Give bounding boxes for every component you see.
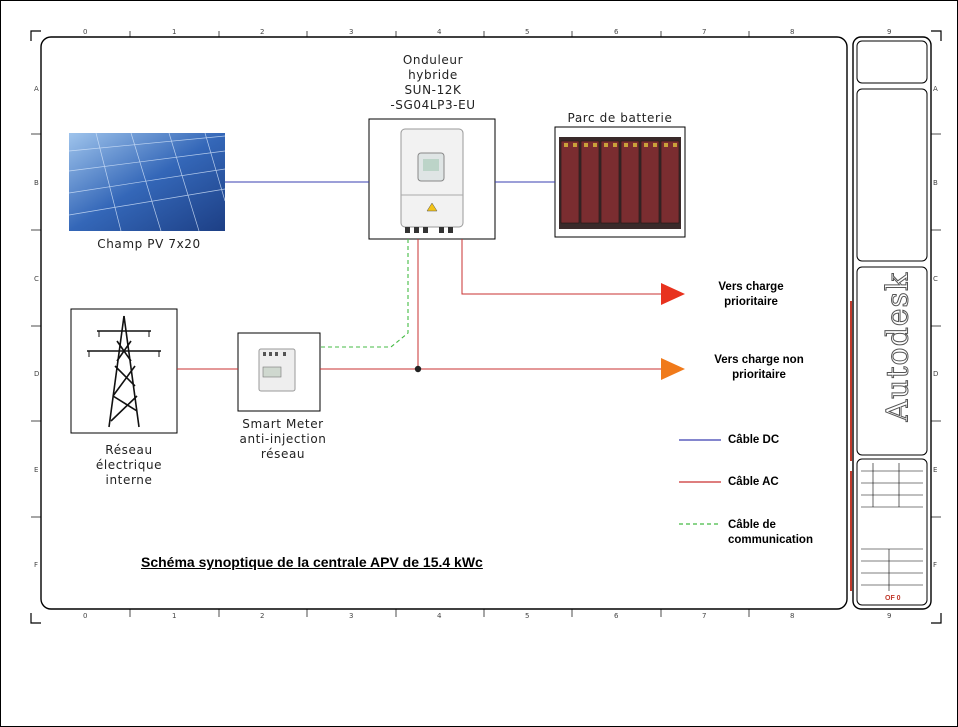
row-label: D <box>34 370 40 378</box>
corner-marks <box>30 30 942 624</box>
row-label: A <box>933 85 938 93</box>
comm-cable <box>320 239 409 348</box>
inverter-box <box>368 118 496 240</box>
smart-meter-box <box>237 332 321 412</box>
row-label: F <box>933 561 938 569</box>
autodesk-logo: Autodesk <box>880 271 916 422</box>
title-block-cell-3 <box>856 266 928 456</box>
col-label: 5 <box>525 612 530 620</box>
col-label: 8 <box>790 612 795 620</box>
priority-load-arrow <box>661 283 685 305</box>
col-label: 9 <box>887 28 892 36</box>
legend-dc-label: Câble DC <box>728 434 780 446</box>
row-label: C <box>933 275 938 283</box>
row-label: B <box>34 179 39 187</box>
main-frame <box>40 36 848 610</box>
legend-ac-label: Câble AC <box>728 476 779 488</box>
meter-label: Smart Meter anti-injection réseau <box>239 417 327 461</box>
col-label: 6 <box>614 28 619 36</box>
grid-pylon-image <box>70 308 178 434</box>
col-label: 5 <box>525 28 530 36</box>
nonpriority-load-arrow <box>661 358 685 380</box>
row-label: F <box>34 561 39 569</box>
title-block-cell-4 <box>856 458 928 606</box>
battery-bank-image <box>554 126 686 238</box>
battery-label: Parc de batterie <box>567 111 673 125</box>
row-label: B <box>933 179 938 187</box>
title-block-cell-1 <box>856 40 928 84</box>
col-label: 7 <box>702 28 707 36</box>
sheet-mark: OF 0 <box>885 595 901 602</box>
title-block-frame <box>852 36 932 610</box>
col-label: 3 <box>349 612 354 620</box>
col-label: 0 <box>83 612 88 620</box>
col-label: 7 <box>702 612 707 620</box>
row-label: E <box>34 466 39 474</box>
col-label: 9 <box>887 612 892 620</box>
pv-panel-image <box>68 132 226 232</box>
col-label: 2 <box>260 612 265 620</box>
nonpriority-load-label: Vers charge non prioritaire <box>714 354 804 381</box>
title-block-cell-2 <box>856 88 928 262</box>
col-label: 1 <box>172 28 177 36</box>
title-block-grid <box>861 463 923 591</box>
inverter-label: Onduleur hybride SUN-12K -SG04LP3-EU <box>390 53 476 112</box>
col-label: 4 <box>437 28 442 36</box>
col-label: 3 <box>349 28 354 36</box>
col-label: 4 <box>437 612 442 620</box>
junction-node <box>414 365 422 373</box>
row-label: E <box>933 466 938 474</box>
row-label: C <box>34 275 39 283</box>
row-label: D <box>933 370 939 378</box>
red-fine-print <box>850 301 852 591</box>
col-label: 6 <box>614 612 619 620</box>
legend-comm-label: Câble de communication <box>728 519 813 546</box>
ac-cables <box>177 239 663 370</box>
diagram-title: Schéma synoptique de la centrale APV de … <box>141 554 483 570</box>
priority-load-label: Vers charge prioritaire <box>718 281 784 308</box>
column-ticks <box>31 31 941 617</box>
col-label: 0 <box>83 28 88 36</box>
row-label: A <box>34 85 39 93</box>
pv-label: Champ PV 7x20 <box>97 237 201 251</box>
col-label: 2 <box>260 28 265 36</box>
col-label: 1 <box>172 612 177 620</box>
col-label: 8 <box>790 28 795 36</box>
grid-label: Réseau électrique interne <box>95 443 163 487</box>
